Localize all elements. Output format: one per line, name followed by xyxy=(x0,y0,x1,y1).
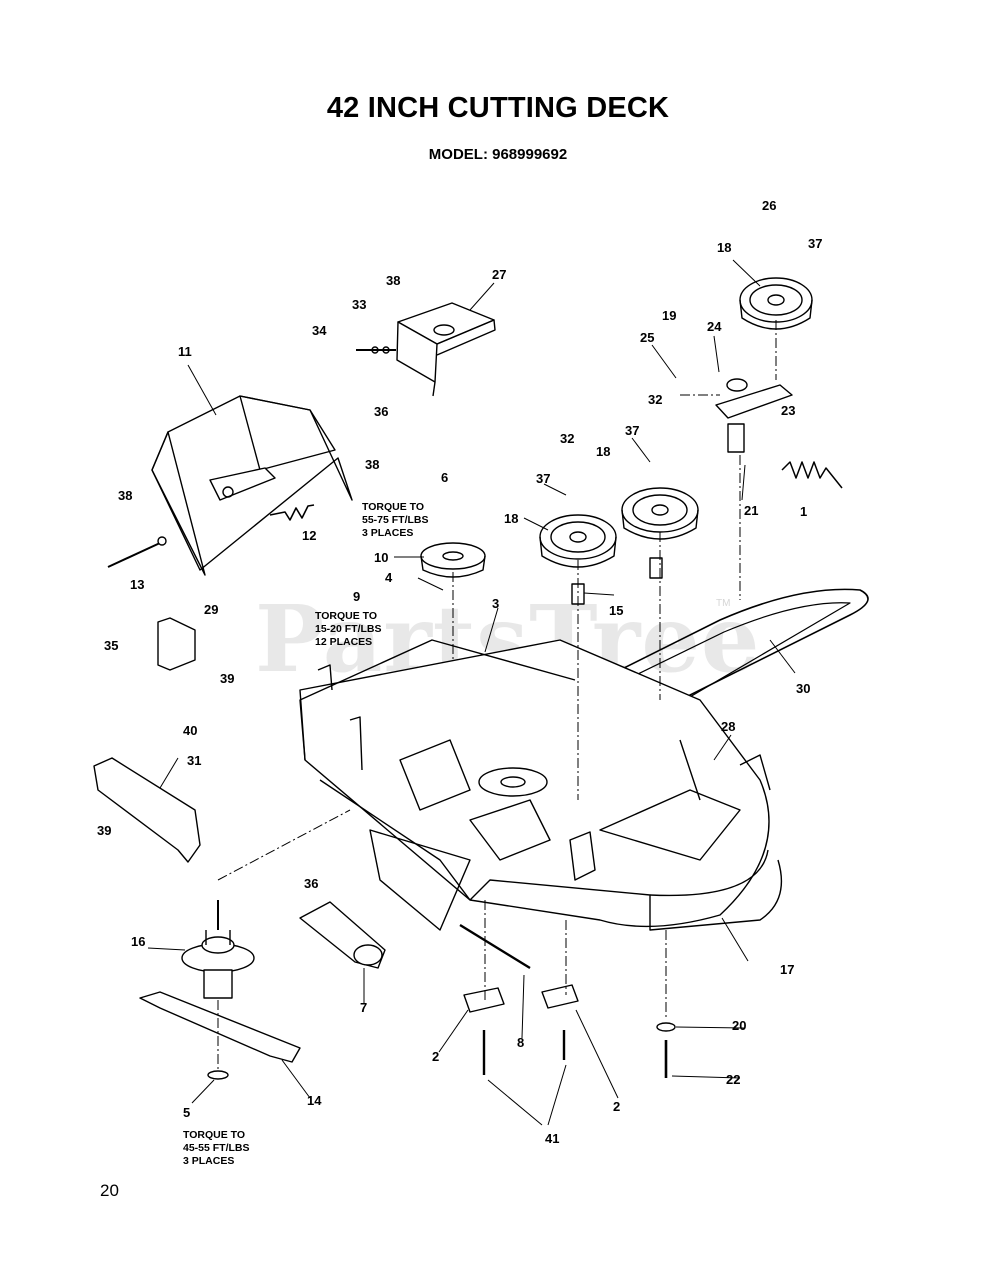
callout-3: 3 xyxy=(492,596,500,611)
callout-12: 12 xyxy=(302,528,317,543)
callout-7: 7 xyxy=(360,1000,368,1015)
torque-note-9: TORQUE TO 15-20 FT/LBS 12 PLACES xyxy=(315,610,382,648)
callout-10: 10 xyxy=(374,550,389,565)
torque-note-6: TORQUE TO 55-75 FT/LBS 3 PLACES xyxy=(362,501,429,539)
callout-6: 6 xyxy=(441,470,449,485)
callout-32: 32 xyxy=(648,392,663,407)
callout-9: 9 xyxy=(353,589,361,604)
callout-35: 35 xyxy=(104,638,119,653)
callout-31: 31 xyxy=(187,753,202,768)
deck-housing xyxy=(299,639,783,931)
callout-39: 39 xyxy=(220,671,235,686)
callout-33: 33 xyxy=(352,297,367,312)
callout-8: 8 xyxy=(517,1035,525,1050)
pulley-left xyxy=(539,514,617,568)
callout-23: 23 xyxy=(781,403,796,418)
bracket xyxy=(396,302,496,397)
spindle-assembly xyxy=(181,900,255,999)
callout-18: 18 xyxy=(717,240,732,255)
page-title: 42 INCH CUTTING DECK xyxy=(326,92,670,124)
callout-18b: 18 xyxy=(596,444,611,459)
callout-2: 2 xyxy=(432,1049,440,1064)
callout-37b: 37 xyxy=(625,423,640,438)
callout-27: 27 xyxy=(492,267,507,282)
callout-17: 17 xyxy=(780,962,795,977)
callout-22: 22 xyxy=(726,1072,741,1087)
pulley-middle xyxy=(621,487,699,540)
pulley-right xyxy=(739,277,813,330)
callout-29: 29 xyxy=(204,602,219,617)
callout-36: 36 xyxy=(374,404,389,419)
callout-13: 13 xyxy=(130,577,145,592)
grass-deflector xyxy=(151,395,353,576)
callout-37: 37 xyxy=(808,236,823,251)
callout-38b: 38 xyxy=(365,457,380,472)
callout-30: 30 xyxy=(796,681,811,696)
callout-18c: 18 xyxy=(504,511,519,526)
callout-28: 28 xyxy=(721,719,736,734)
callout-4: 4 xyxy=(385,570,393,585)
callout-1: 1 xyxy=(800,504,808,519)
callout-15: 15 xyxy=(609,603,624,618)
callout-40: 40 xyxy=(183,723,198,738)
torque-note-5: TORQUE TO 45-55 FT/LBS 3 PLACES xyxy=(183,1129,250,1167)
callout-38c: 38 xyxy=(118,488,133,503)
callout-16: 16 xyxy=(131,934,146,949)
callout-25: 25 xyxy=(640,330,655,345)
callout-21: 21 xyxy=(744,503,759,518)
callout-19: 19 xyxy=(662,308,677,323)
callout-2b: 2 xyxy=(613,1099,621,1114)
callout-37c: 37 xyxy=(536,471,551,486)
callout-38: 38 xyxy=(386,273,401,288)
callout-26: 26 xyxy=(762,198,777,213)
callout-32b: 32 xyxy=(560,431,575,446)
callout-41: 41 xyxy=(545,1131,560,1146)
page-number: 20 xyxy=(100,1181,119,1200)
model-number: MODEL: 968999692 xyxy=(428,146,568,163)
callout-39b: 39 xyxy=(97,823,112,838)
callout-36b: 36 xyxy=(304,876,319,891)
callout-5: 5 xyxy=(183,1105,191,1120)
callout-11: 11 xyxy=(178,344,192,359)
callout-24: 24 xyxy=(707,319,722,334)
trademark-mark: TM xyxy=(716,598,731,609)
callout-14: 14 xyxy=(307,1093,322,1108)
callout-20: 20 xyxy=(732,1018,747,1033)
callout-34: 34 xyxy=(312,323,327,338)
